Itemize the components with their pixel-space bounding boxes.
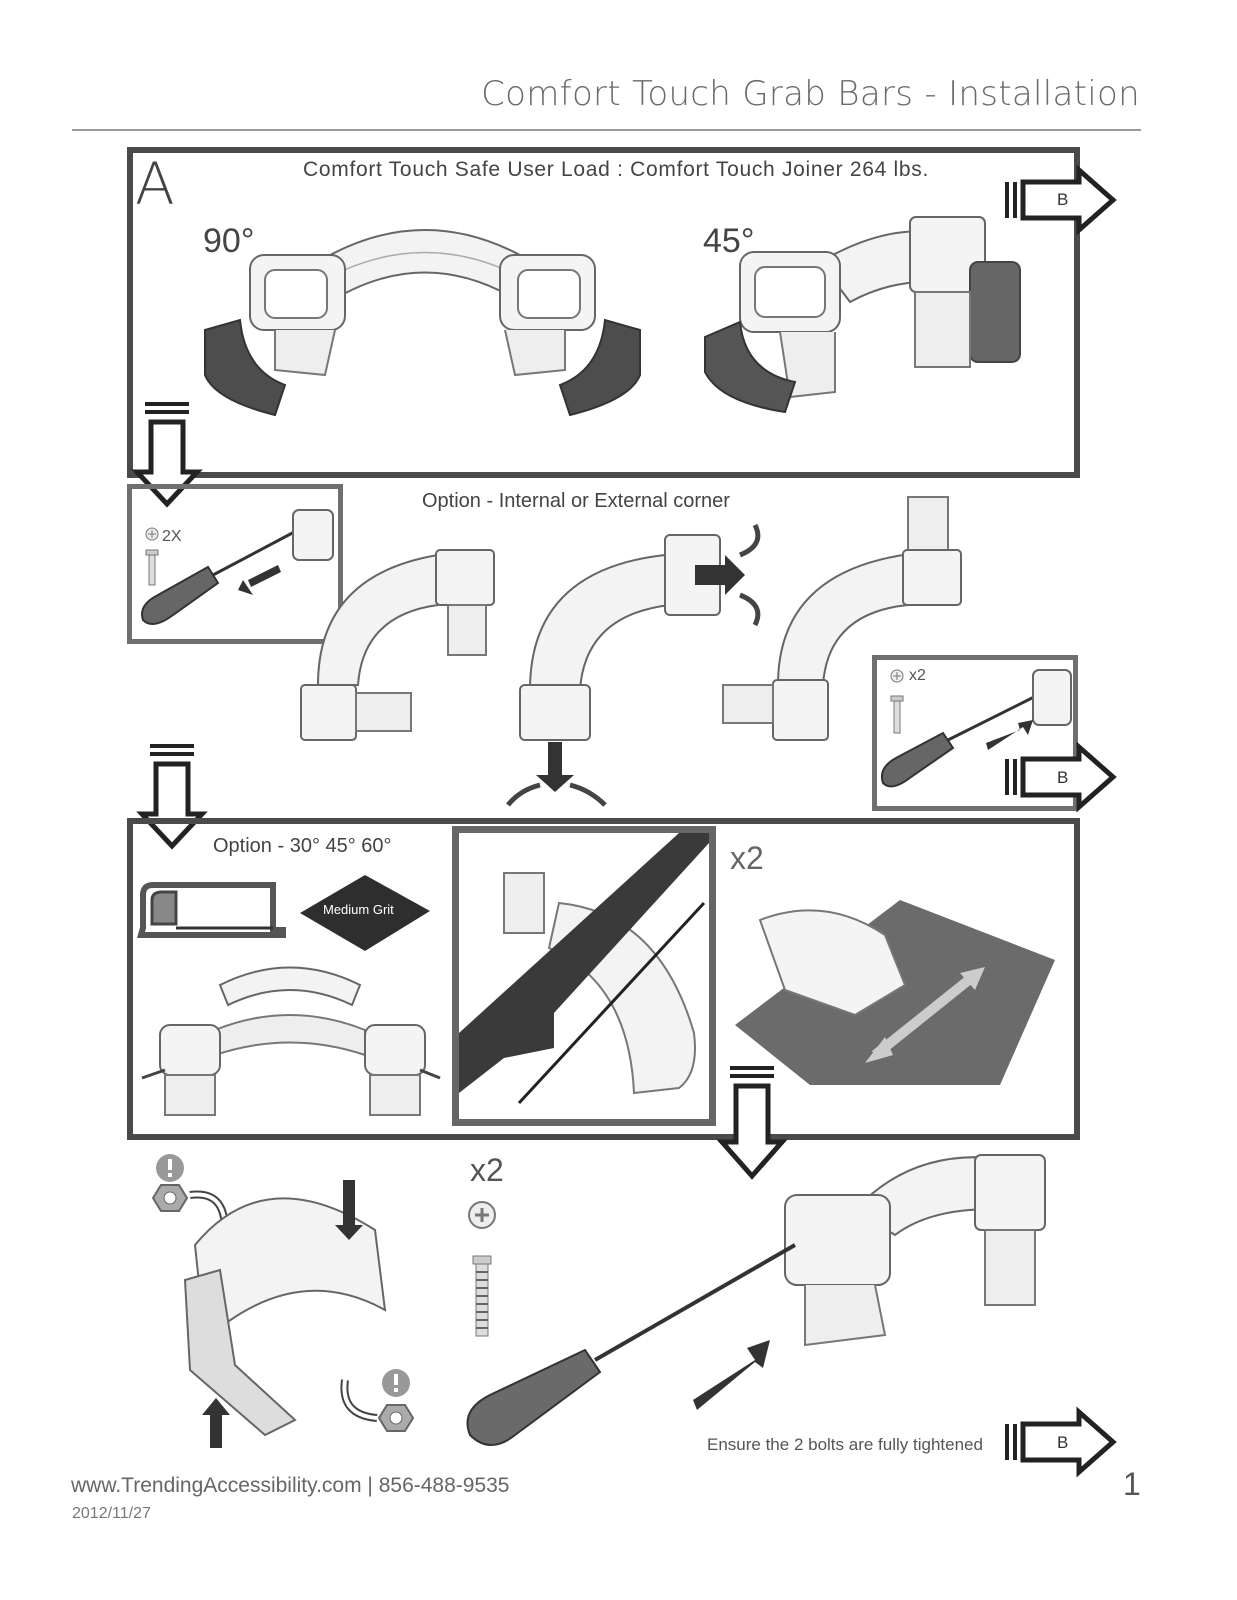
saw-cut-frame xyxy=(452,826,716,1126)
arrow-b-icon xyxy=(1005,164,1117,236)
corner-joiner-3-illustration xyxy=(722,496,962,741)
screw-panel-right xyxy=(872,655,1078,811)
footer-contact: www.TrendingAccessibility.com | 856-488-… xyxy=(71,1474,510,1497)
safe-load-text: Comfort Touch Safe User Load : Comfort T… xyxy=(303,158,930,181)
screw-icon xyxy=(890,669,904,734)
footer-date: 2012/11/27 xyxy=(72,1505,151,1522)
sanding-count: x2 xyxy=(730,840,764,876)
arrow-b-icon xyxy=(1005,741,1117,813)
screw-count-right: x2 xyxy=(909,667,926,684)
exploded-joiner-illustration xyxy=(141,966,441,1116)
next-step-label: B xyxy=(1057,190,1069,209)
next-step-label: B xyxy=(1057,1433,1069,1452)
tighten-note: Ensure the 2 bolts are fully tightened xyxy=(707,1435,983,1454)
bolt-count: x2 xyxy=(470,1152,504,1188)
joiner-90-illustration xyxy=(204,229,641,417)
down-arrow-icon xyxy=(716,1066,788,1180)
title-divider xyxy=(72,129,1141,131)
down-arrow-icon xyxy=(136,744,208,850)
cut-option-frame xyxy=(127,818,1080,1140)
screw-icon xyxy=(145,527,159,586)
joiner-45-illustration xyxy=(704,216,1021,414)
screw-count-left: 2X xyxy=(162,528,182,545)
saw-cutting-illustration xyxy=(459,833,709,1105)
corner-joiner-2-illustration xyxy=(506,523,761,807)
corner-joiner-1-illustration xyxy=(300,549,495,741)
hacksaw-icon xyxy=(137,882,286,938)
screwdriver-icon xyxy=(141,509,334,625)
step-letter-a: A xyxy=(135,150,175,218)
corner-option-label: Option - Internal or External corner xyxy=(422,490,730,512)
screwdriver-icon xyxy=(880,669,1072,788)
sandpaper-label: Medium Grit xyxy=(323,902,394,917)
arrow-b-icon xyxy=(1005,1406,1117,1478)
screw-panel-left xyxy=(127,484,343,644)
sanding-illustration xyxy=(735,900,1055,1085)
page-number: 1 xyxy=(1123,1466,1141,1502)
sandpaper-icon xyxy=(300,875,430,951)
screw-icon xyxy=(468,1201,496,1337)
page-title: Comfort Touch Grab Bars - Installation xyxy=(481,74,1140,114)
panel-a-frame xyxy=(127,147,1080,478)
next-step-label: B xyxy=(1057,768,1069,787)
angle-90-label: 90° xyxy=(203,222,255,260)
assembly-illustration xyxy=(151,1154,415,1448)
screwdriver-assembly-illustration xyxy=(466,1154,1046,1446)
cut-angles-label: Option - 30° 45° 60° xyxy=(213,835,392,857)
